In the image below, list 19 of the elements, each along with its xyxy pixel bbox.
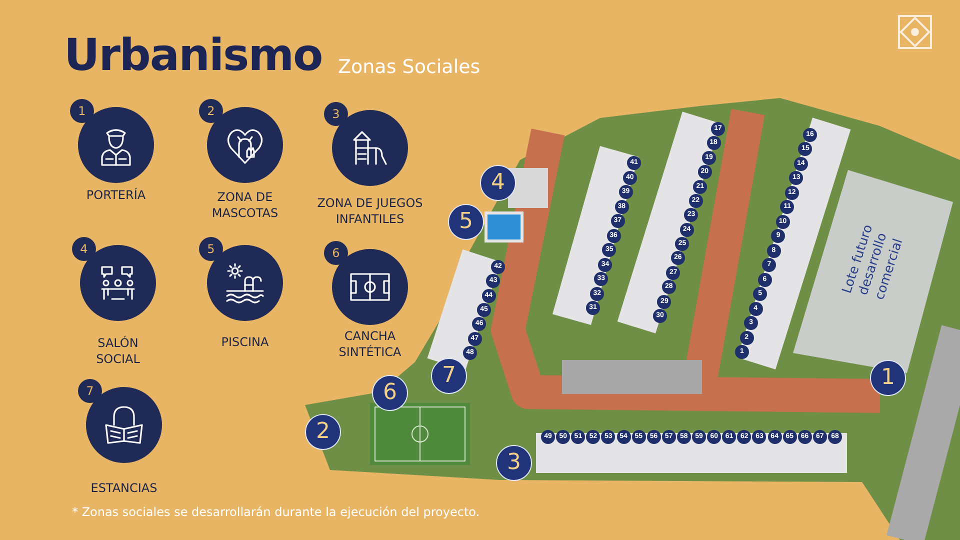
number-badge: 3 <box>324 102 348 126</box>
zone-label: ZONA DE JUEGOS INFANTILES <box>316 196 424 228</box>
subtitle: Zonas Sociales <box>338 56 480 78</box>
number-badge: 6 <box>324 241 348 265</box>
zone-label: PORTERÍA <box>85 188 147 204</box>
number-badge: 5 <box>199 237 223 261</box>
zone-label: CANCHA SINTÉTICA <box>338 329 402 360</box>
map-marker: 5 <box>448 204 484 240</box>
number-badge: 1 <box>70 99 94 123</box>
zone-label: PISCINA <box>220 335 270 351</box>
map-marker: 4 <box>480 165 516 201</box>
footnote: * Zonas sociales se desarrollarán durante la ejecución del proyecto. <box>72 505 480 519</box>
zone-label: ZONA DE MASCOTAS <box>210 190 280 222</box>
number-badge: 7 <box>78 379 102 403</box>
title: Urbanismo <box>64 30 322 81</box>
zone-label: SALÓN SOCIAL <box>95 336 141 368</box>
number-badge: 4 <box>72 237 96 261</box>
number-badge: 2 <box>199 99 223 123</box>
zone-label: ESTANCIAS <box>90 481 158 497</box>
